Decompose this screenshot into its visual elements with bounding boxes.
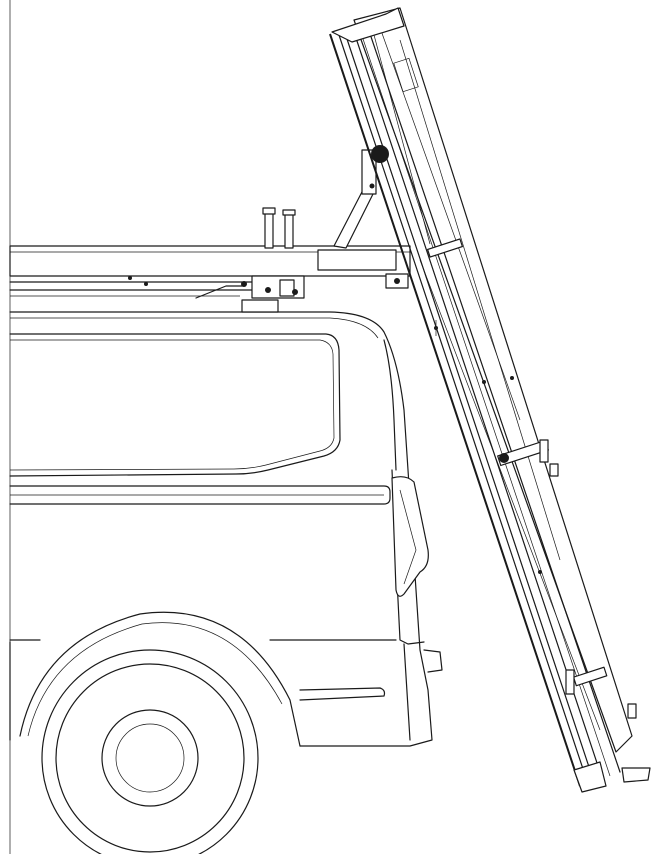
ladder-top-cap — [331, 7, 405, 43]
roof-rack — [9, 149, 411, 313]
tire-inner — [55, 663, 245, 853]
upright-post-2 — [284, 213, 294, 249]
ladder-bracket-lower — [572, 666, 608, 687]
tire — [41, 649, 259, 854]
upright-post-1 — [264, 211, 274, 249]
van-body — [9, 311, 443, 747]
side-window — [9, 333, 341, 477]
support-strut — [333, 187, 375, 249]
hub — [115, 723, 185, 793]
rack-foot — [241, 299, 279, 313]
ladder-rail-outer — [329, 33, 581, 787]
rim — [101, 709, 199, 807]
tilted-ladder — [329, 7, 651, 793]
rear-bumper — [299, 687, 386, 701]
tail-light — [391, 476, 429, 597]
rear-wheel — [19, 611, 301, 854]
ladder-pivot — [371, 145, 389, 163]
ladder-rail-inner — [351, 25, 603, 779]
ladder-bracket-upper — [426, 238, 464, 258]
side-moulding — [9, 485, 391, 505]
ladder-panel — [353, 7, 633, 753]
wheel-arch — [19, 611, 301, 747]
rack-label-plate — [317, 249, 397, 271]
ladder-bottom-end — [573, 761, 607, 793]
